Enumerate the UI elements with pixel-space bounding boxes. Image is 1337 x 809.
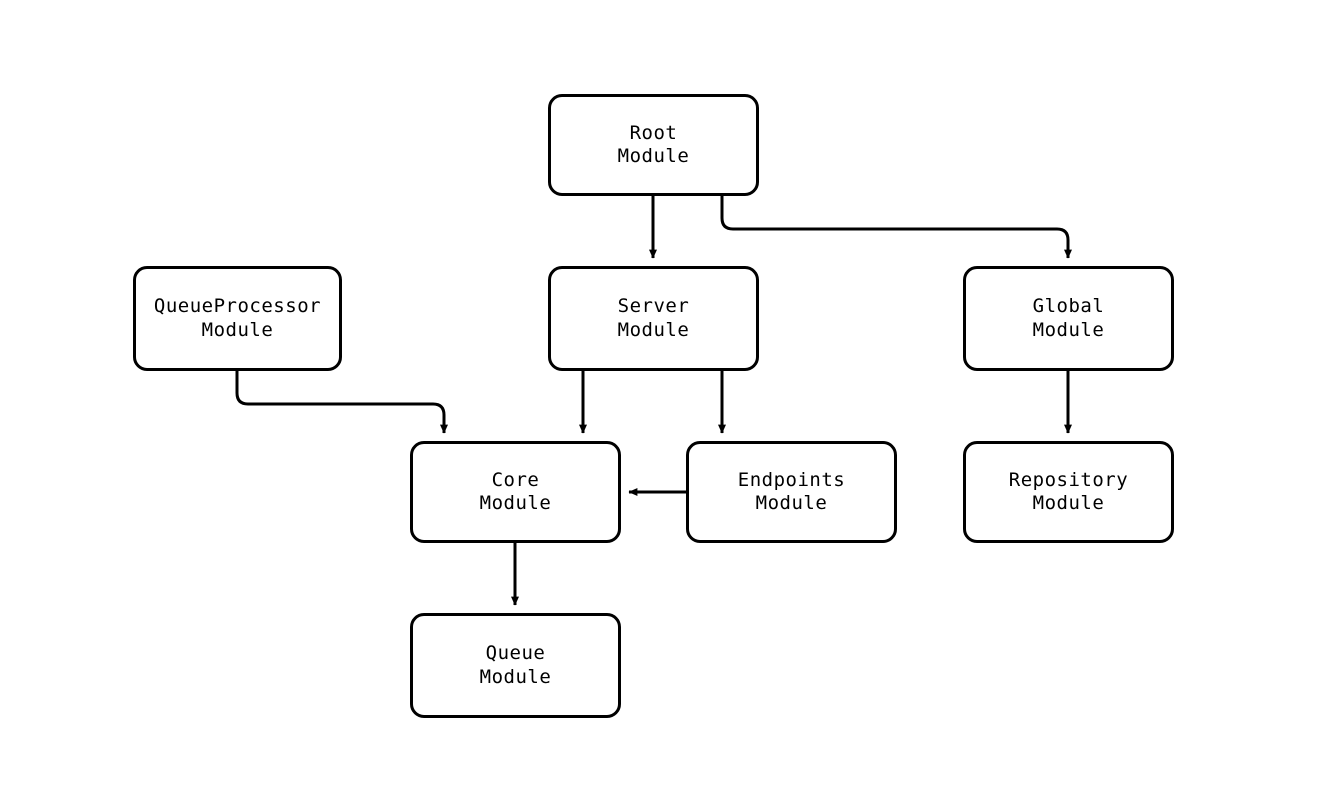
node-endpoints-module[interactable]: Endpoints Module: [686, 441, 897, 543]
node-label-line1: Global: [1032, 295, 1105, 318]
node-label-line2: Module: [617, 145, 690, 167]
node-label-line2: Module: [201, 318, 274, 341]
node-label-line2: Module: [755, 492, 828, 514]
edge-root-to-global: [720, 196, 1072, 259]
node-label-line2: Module: [1032, 492, 1105, 514]
node-label-line1: Repository: [1008, 468, 1129, 491]
node-queue-module[interactable]: Queue Module: [410, 613, 621, 718]
node-label-line2: Module: [1032, 318, 1105, 341]
node-label-line1: Queue: [485, 642, 546, 665]
node-label-line1: Server: [617, 295, 690, 318]
node-core-module[interactable]: Core Module: [410, 441, 621, 543]
node-global-module[interactable]: Global Module: [963, 266, 1174, 371]
node-label-line2: Module: [479, 665, 552, 688]
node-root-module[interactable]: Root Module: [548, 94, 759, 196]
node-queueprocessor-module[interactable]: QueueProcessor Module: [133, 266, 342, 371]
node-label-line2: Module: [617, 318, 690, 341]
node-label-line1: Endpoints: [737, 468, 846, 491]
node-server-module[interactable]: Server Module: [548, 266, 759, 371]
node-label-line1: Root: [629, 121, 678, 144]
node-label-line1: Core: [491, 468, 540, 491]
edge-queueprocessor-to-core: [235, 371, 448, 434]
node-label-line1: QueueProcessor: [153, 295, 322, 318]
node-repository-module[interactable]: Repository Module: [963, 441, 1174, 543]
node-label-line2: Module: [479, 492, 552, 514]
